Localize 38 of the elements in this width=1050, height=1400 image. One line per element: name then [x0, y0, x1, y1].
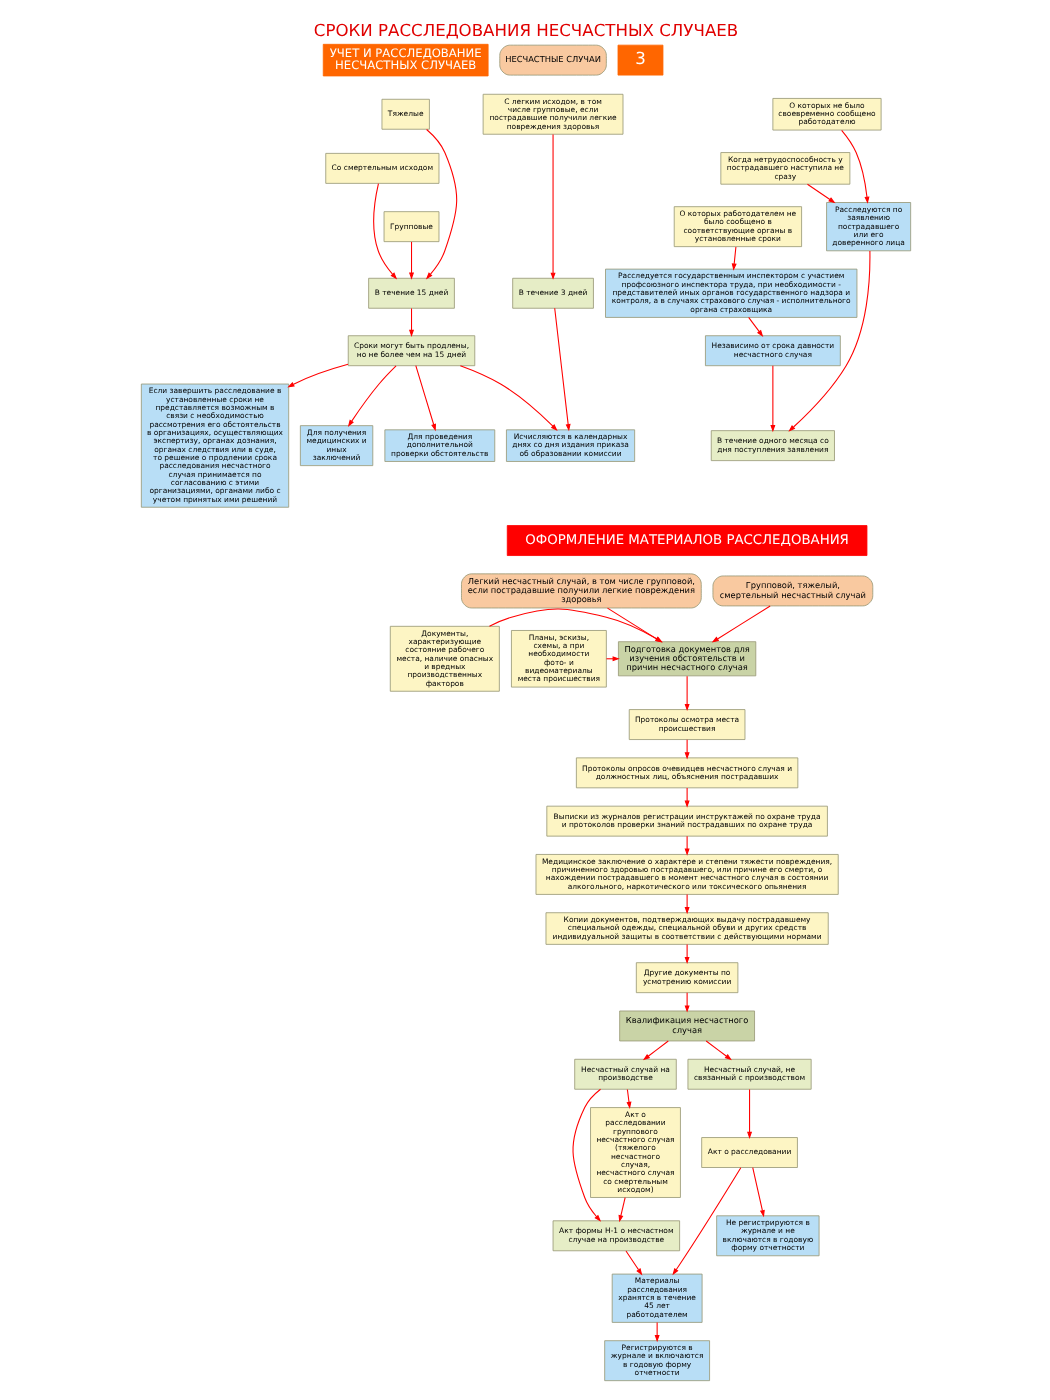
arrow [805, 183, 835, 204]
arrow [286, 363, 348, 388]
arrow [617, 1196, 625, 1223]
arrow [408, 241, 414, 280]
arrow [549, 133, 555, 280]
arrow [683, 943, 689, 965]
arrow [553, 307, 570, 432]
arrow [683, 739, 689, 760]
arrow [571, 1088, 601, 1222]
arrow [787, 250, 870, 432]
arrow [641, 1040, 668, 1061]
arrow [683, 675, 689, 712]
arrow [769, 365, 775, 433]
arrow [408, 307, 414, 337]
arrow [458, 365, 557, 431]
arrow [730, 246, 736, 271]
arrow [751, 1167, 764, 1218]
label: 3 [634, 48, 645, 69]
arrow [683, 835, 689, 856]
arrow [653, 1321, 659, 1343]
arrow [746, 1088, 752, 1139]
diagram-title: СРОКИ РАССЛЕДОВАНИЯ НЕСЧАСТНЫХ СЛУЧАЕВ [312, 19, 738, 40]
arrow [424, 129, 457, 280]
arrow [414, 365, 435, 432]
arrow [372, 183, 397, 280]
arrow [840, 129, 869, 204]
arrow [346, 365, 396, 427]
arrow [605, 607, 662, 643]
arrow [747, 316, 763, 337]
arrow [671, 1167, 741, 1276]
arrow [683, 992, 689, 1013]
arrow [683, 787, 689, 808]
arrow [683, 893, 689, 915]
arrow [704, 1040, 731, 1061]
arrow [710, 605, 770, 643]
arrow [624, 1250, 642, 1276]
arrow [487, 608, 662, 643]
arrow [625, 1088, 631, 1109]
